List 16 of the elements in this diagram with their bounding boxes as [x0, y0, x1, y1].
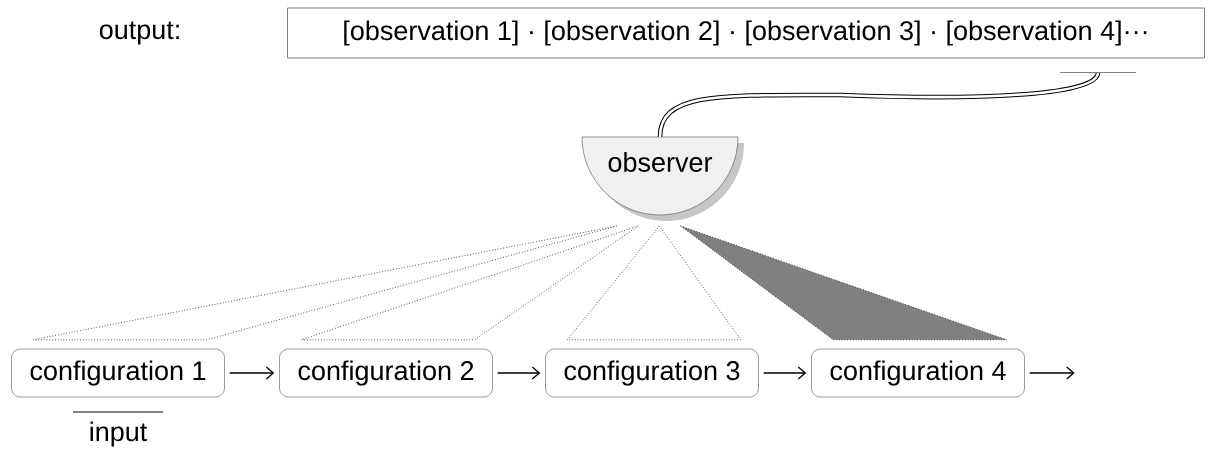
arrow [497, 366, 541, 380]
configuration-box: configuration 1 [11, 348, 225, 398]
configuration-box: configuration 3 [545, 348, 759, 398]
view-cone [300, 225, 639, 341]
arrow [1029, 366, 1075, 380]
input-label: input [72, 411, 164, 447]
view-cone [680, 225, 1008, 341]
view-cone [32, 225, 617, 341]
view-cone [566, 225, 742, 341]
configuration-box: configuration 2 [279, 348, 493, 398]
arrow [763, 366, 807, 380]
output-box: [observation 1] · [observation 2] · [observation 3] · [observation 4]··· [287, 7, 1205, 59]
output-label: output: [99, 21, 179, 45]
arrow [229, 366, 275, 380]
configuration-box: configuration 4 [811, 348, 1025, 398]
double-line [657, 71, 1101, 138]
